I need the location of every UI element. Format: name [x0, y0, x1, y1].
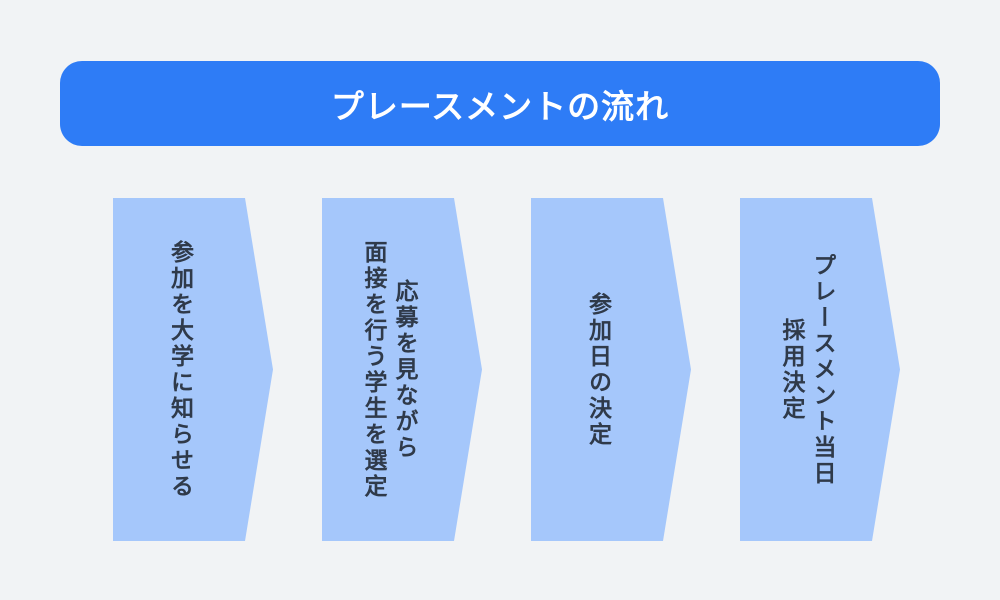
step-4-text: プレースメント当日 採用決定: [740, 198, 872, 541]
step-2-text: 応募を見ながら 面接を行う学生を選定: [322, 198, 454, 541]
step-2-arrow: 応募を見ながら 面接を行う学生を選定: [322, 198, 482, 541]
step-3-text: 参加日の決定: [531, 198, 663, 541]
step-4-line-2: 採用決定: [778, 317, 804, 422]
step-1-text: 参加を大学に知らせる: [113, 198, 245, 541]
step-3-line-1: 参加日の決定: [584, 291, 611, 448]
step-1-line-1: 参加を大学に知らせる: [166, 239, 193, 500]
step-4-arrow: プレースメント当日 採用決定: [740, 198, 900, 541]
step-2-line-2: 面接を行う学生を選定: [360, 239, 386, 500]
step-1-arrow: 参加を大学に知らせる: [113, 198, 273, 541]
step-4-line-1: プレースメント当日: [809, 252, 835, 487]
step-2-line-1: 応募を見ながら: [391, 278, 417, 461]
diagram-title: プレースメントの流れ: [330, 86, 670, 126]
title-banner: プレースメントの流れ: [60, 61, 940, 146]
step-3-arrow: 参加日の決定: [531, 198, 691, 541]
